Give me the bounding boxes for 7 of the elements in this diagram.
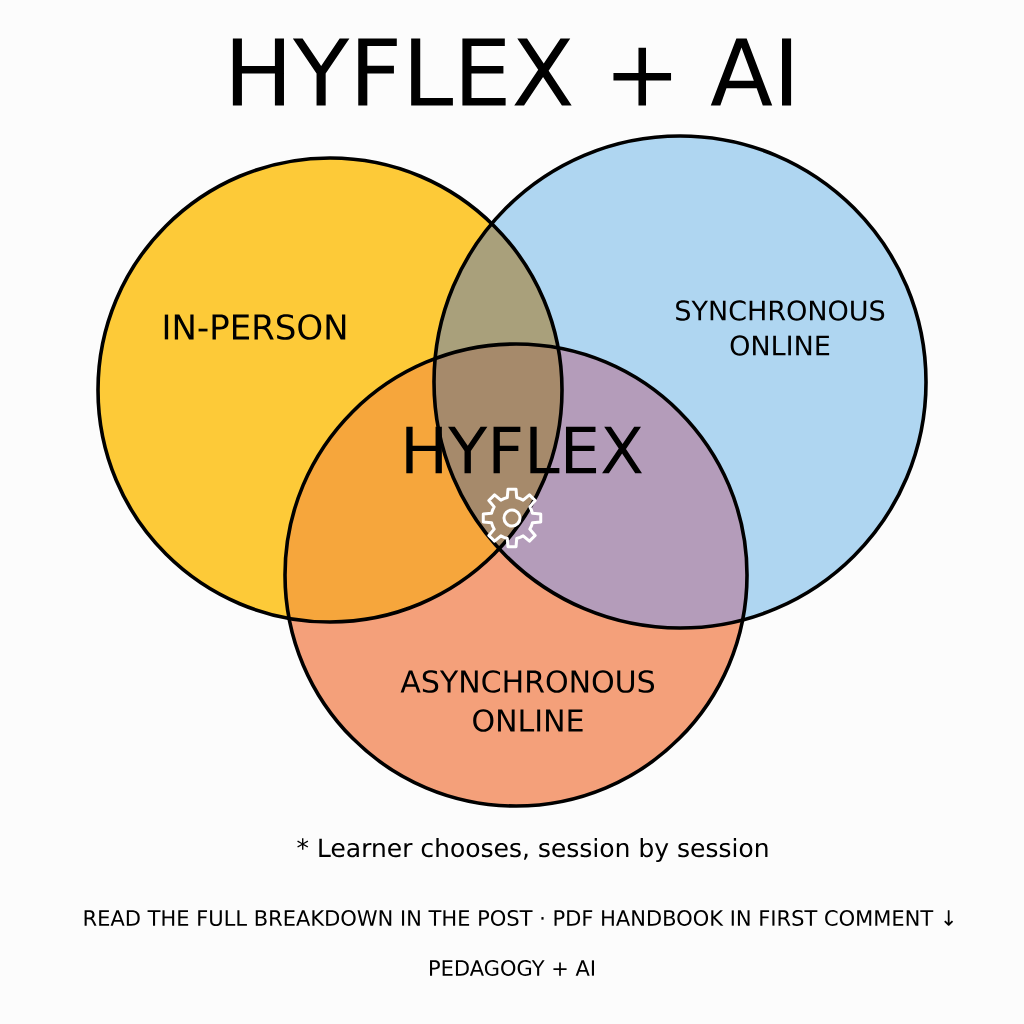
circle-label: IN-PERSON [164,314,346,340]
title: HYFLEX + AI [232,38,792,106]
circle-label: SYNCHRONOUS ONLINE [676,300,885,356]
circle-label: ASYNCHRONOUS ONLINE [400,670,654,732]
footer-text: PEDAGOGY + AI [430,960,594,976]
caption: * Learner chooses, session by session [297,837,768,863]
footer-text: READ THE FULL BREAKDOWN IN THE POST · PDF HANDBOOK IN FIRST COMMENT ↓ [84,910,954,926]
